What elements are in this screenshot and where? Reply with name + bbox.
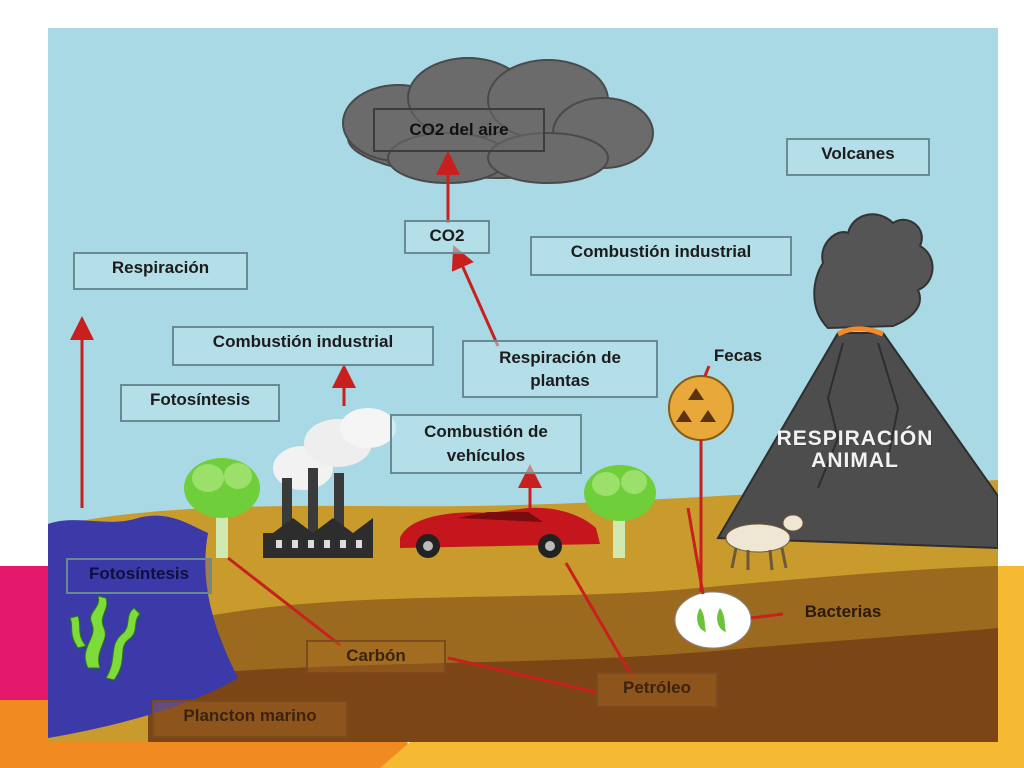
line-fecas <box>703 365 711 377</box>
label-respiracion-de-plantas: Respiración de plantas <box>462 340 658 398</box>
bacteria-icon <box>674 591 752 649</box>
goat-icon <box>725 514 804 571</box>
label-combustion-de-vehiculos-line2: vehículos <box>446 446 526 465</box>
line-volcano-to-bacteria <box>686 507 705 595</box>
label-combustion-de-vehiculos: Combustión de vehículos <box>390 414 582 474</box>
car-icon <box>400 507 600 558</box>
label-fotosintesis-lower: Fotosíntesis <box>66 558 212 594</box>
label-respiracion-animal-line2: ANIMAL <box>811 449 899 472</box>
tree-icon <box>584 465 656 558</box>
label-co2: CO2 <box>404 220 490 254</box>
label-respiracion-animal-line1: RESPIRACIÓN <box>776 427 934 450</box>
label-petroleo: Petróleo <box>596 672 718 708</box>
label-bacterias: Bacterias <box>804 602 882 621</box>
factory-icon <box>263 408 396 558</box>
label-combustion-industrial-left: Combustión industrial <box>172 326 434 366</box>
label-respiracion-de-plantas-line1: Respiración de <box>499 348 621 367</box>
tree-icon <box>184 458 260 558</box>
line-car-to-petroleo <box>564 562 635 679</box>
label-carbon: Carbón <box>306 640 446 674</box>
label-fotosintesis-upper: Fotosíntesis <box>120 384 280 422</box>
label-co2-del-aire: CO2 del aire <box>373 108 545 152</box>
label-respiracion-de-plantas-line2: plantas <box>530 371 590 390</box>
label-combustion-de-vehiculos-line1: Combustión de <box>424 422 548 441</box>
line-tree-to-carbon <box>227 556 341 647</box>
arrow-plants-to-co2 <box>451 245 500 347</box>
label-combustion-industrial-right: Combustión industrial <box>530 236 792 276</box>
feces-icon <box>668 375 734 441</box>
label-fecas: Fecas <box>713 346 763 365</box>
line-carbon-to-petroleo <box>447 656 597 694</box>
line-bacteria-label <box>750 612 784 620</box>
label-volcanes: Volcanes <box>786 138 930 176</box>
ground-deep-layer <box>148 628 998 742</box>
label-respiracion-animal: RESPIRACIÓN ANIMAL <box>760 424 950 476</box>
ocean <box>48 515 238 738</box>
carbon-cycle-diagram: CO2 del aire Volcanes CO2 Combustión ind… <box>48 28 998 742</box>
label-respiracion: Respiración <box>73 252 248 290</box>
connector-lines <box>70 151 784 694</box>
label-plancton-marino: Plancton marino <box>152 700 348 738</box>
seaweed-icon <box>69 595 141 681</box>
volcano-icon <box>716 213 998 550</box>
